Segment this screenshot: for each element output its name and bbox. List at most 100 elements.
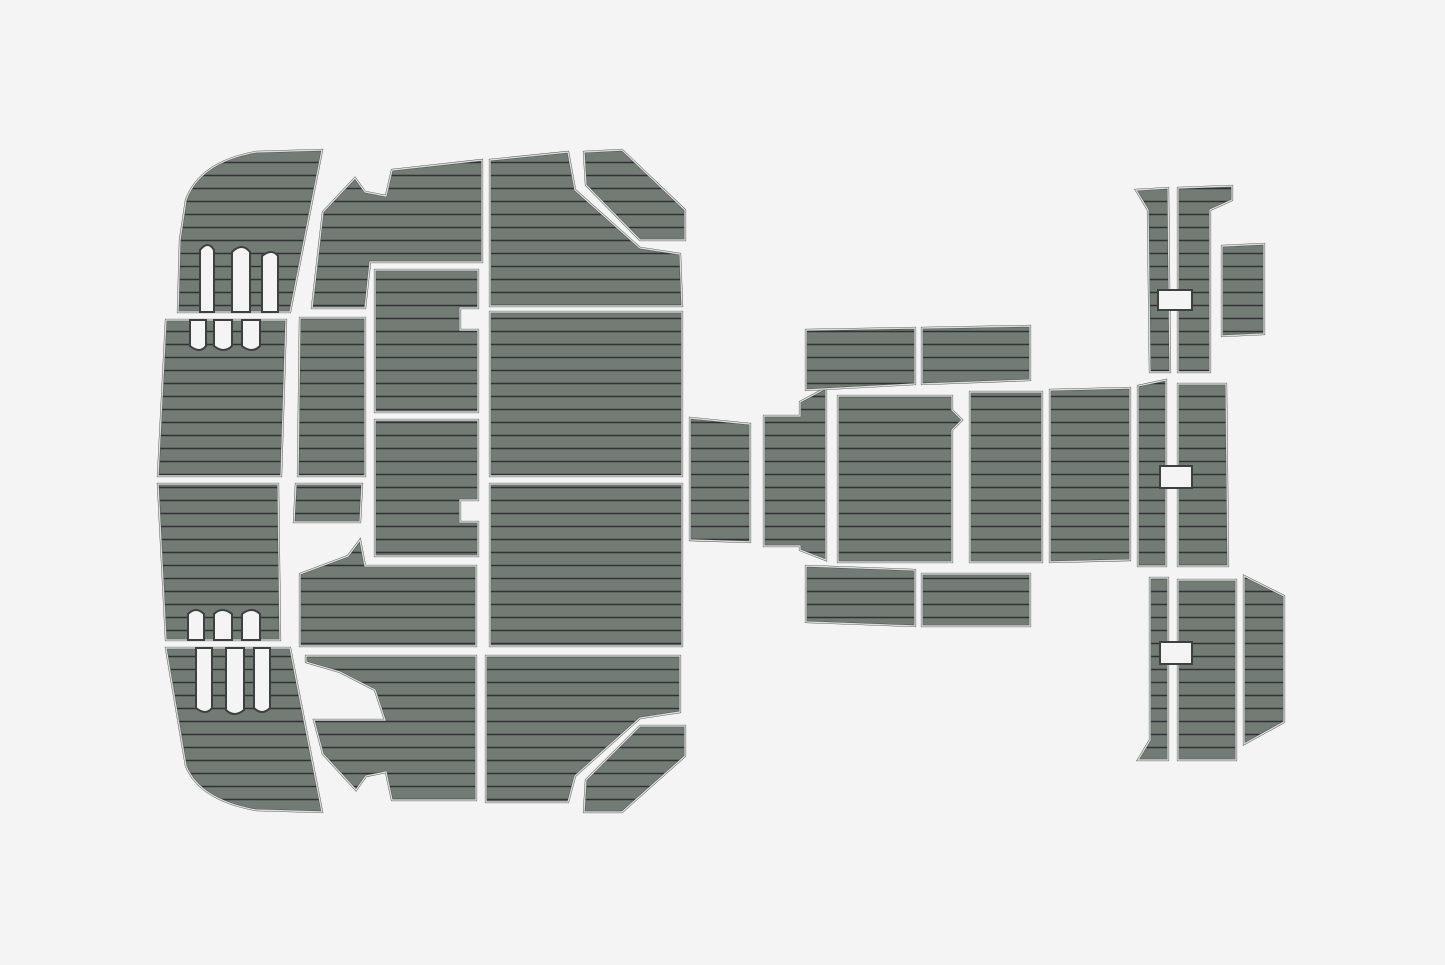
bow-pad-side-top-border: [1221, 243, 1265, 337]
deck-pad-bottom-right-grooves: [486, 656, 680, 802]
deck-pad-left-lower-border: [299, 538, 477, 647]
bow-pad-low-left-grooves: [1138, 578, 1168, 760]
deck-pad-top-right-border: [489, 151, 683, 307]
bow-pad-mid-left-grooves: [1138, 380, 1166, 566]
stern-pad-mid-upper: [156, 318, 288, 478]
stern-pad-mid-lower-border: [157, 483, 281, 641]
bow-pad-side-top-grooves: [1222, 244, 1264, 336]
helm-pad-bottom-right: [920, 572, 1032, 628]
deck-pad-center-lower: [373, 418, 480, 558]
deck-pad-corner-top-border: [583, 149, 686, 241]
bow-pad-low-left-border: [1136, 577, 1169, 761]
bow-pad-top-right-grooves: [1178, 186, 1232, 372]
deck-pad-top-left-border: [311, 159, 483, 309]
step-pad-border: [689, 417, 751, 543]
step-pad: [688, 416, 752, 544]
bow-pad-mid-right: [1176, 382, 1230, 568]
bow-pad-top-right: [1176, 184, 1234, 374]
deck-pad-top-left-grooves: [312, 160, 482, 308]
deck-pad-corner-top: [582, 148, 687, 242]
helm-pad-top-right-grooves: [922, 326, 1030, 384]
helm-pad-center-grooves: [838, 396, 962, 562]
helm-pad-bottom-left: [804, 564, 917, 628]
bow-gap-1: [1157, 289, 1193, 311]
deck-pad-left-small-grooves: [294, 484, 362, 522]
stern-slot-12: [253, 647, 271, 713]
helm-pad-far-right-grooves: [1050, 388, 1130, 562]
deck-pad-bottom-left-grooves: [306, 656, 476, 800]
helm-pad-center: [836, 394, 964, 564]
helm-pad-bottom-left-grooves: [806, 566, 915, 626]
helm-pad-top-right-border: [921, 325, 1031, 385]
bow-gap-2: [1159, 465, 1193, 489]
helm-pad-center-right: [968, 390, 1044, 564]
deck-pad-right-upper-border: [489, 311, 683, 477]
deck-pad-right-lower-border: [489, 483, 683, 647]
stern-pad-lower-border: [165, 647, 323, 813]
deck-pad-top-right-grooves: [490, 152, 682, 306]
bow-pad-mid-left: [1136, 378, 1168, 568]
bow-pad-side-top: [1220, 242, 1266, 338]
deck-pad-corner-bottom-border: [583, 725, 686, 813]
deck-pad-bottom-left: [304, 654, 478, 802]
deck-pad-right-lower: [488, 482, 684, 648]
helm-pad-left-border: [763, 386, 827, 562]
helm-pad-top-left-grooves: [806, 328, 915, 390]
deck-pad-top-left: [310, 158, 484, 310]
deck-pad-left-small-border: [293, 483, 363, 523]
helm-pad-left: [762, 386, 828, 562]
deck-pad-bottom-right: [484, 654, 682, 804]
deck-pad-center-lower-border: [374, 419, 479, 557]
deck-pad-right-upper: [488, 310, 684, 478]
deck-pad-bottom-left-border: [305, 655, 477, 801]
deck-pad-left-strip: [296, 316, 367, 478]
stern-slot-11: [225, 647, 245, 715]
helm-pad-far-right: [1048, 386, 1132, 564]
stern-pad-mid-lower: [156, 482, 282, 642]
deck-pad-top-right: [488, 150, 684, 308]
helm-pad-far-right-border: [1049, 387, 1131, 563]
bow-pad-low-right-border: [1177, 579, 1237, 761]
deck-pad-right-upper-grooves: [490, 312, 682, 476]
helm-pad-top-left: [804, 326, 917, 392]
deck-pad-corner-bottom: [582, 724, 687, 814]
deck-pad-center-upper: [373, 268, 480, 414]
bow-pad-low-left: [1136, 576, 1170, 762]
bow-pad-mid-right-grooves: [1178, 384, 1228, 566]
helm-pad-bottom-right-grooves: [922, 574, 1030, 626]
stern-slot-10: [195, 647, 213, 713]
helm-pad-bottom-right-border: [921, 573, 1031, 627]
deck-pad-corner-top-grooves: [584, 150, 685, 240]
bow-pad-side-bottom-border: [1243, 574, 1285, 746]
stern-pad-mid-upper-grooves: [158, 320, 286, 476]
helm-pad-left-grooves: [764, 388, 826, 560]
stern-slot-3: [261, 251, 279, 313]
step-pad-grooves: [690, 418, 750, 542]
stern-slot-1: [199, 244, 215, 313]
deck-pad-left-strip-border: [297, 317, 366, 477]
bow-pad-side-bottom: [1242, 574, 1286, 746]
bow-pad-top-left: [1134, 186, 1172, 374]
stern-slot-8: [213, 609, 233, 641]
deck-pad-left-small: [292, 482, 364, 524]
helm-pad-center-right-grooves: [970, 392, 1042, 562]
bow-pad-top-right-border: [1177, 185, 1233, 373]
deck-pad-left-lower: [298, 537, 478, 648]
helm-pad-center-right-border: [969, 391, 1043, 563]
stern-pad-mid-lower-grooves: [158, 484, 280, 640]
helm-pad-top-left-border: [805, 327, 916, 391]
stern-slot-6: [241, 319, 261, 351]
deck-pad-center-upper-grooves: [375, 270, 478, 412]
bow-gap-3: [1159, 641, 1193, 665]
bow-pad-mid-right-border: [1177, 383, 1229, 567]
helm-pad-top-right: [920, 324, 1032, 386]
bow-pad-top-left-grooves: [1136, 188, 1170, 372]
deck-pad-bottom-right-border: [485, 655, 681, 803]
stern-slot-4: [189, 319, 207, 351]
helm-pad-bottom-left-border: [805, 565, 916, 627]
deck-pad-right-lower-grooves: [490, 484, 682, 646]
deck-pad-center-upper-border: [374, 269, 479, 413]
stern-slot-5: [213, 319, 233, 351]
bow-pad-low-right-grooves: [1178, 580, 1236, 760]
